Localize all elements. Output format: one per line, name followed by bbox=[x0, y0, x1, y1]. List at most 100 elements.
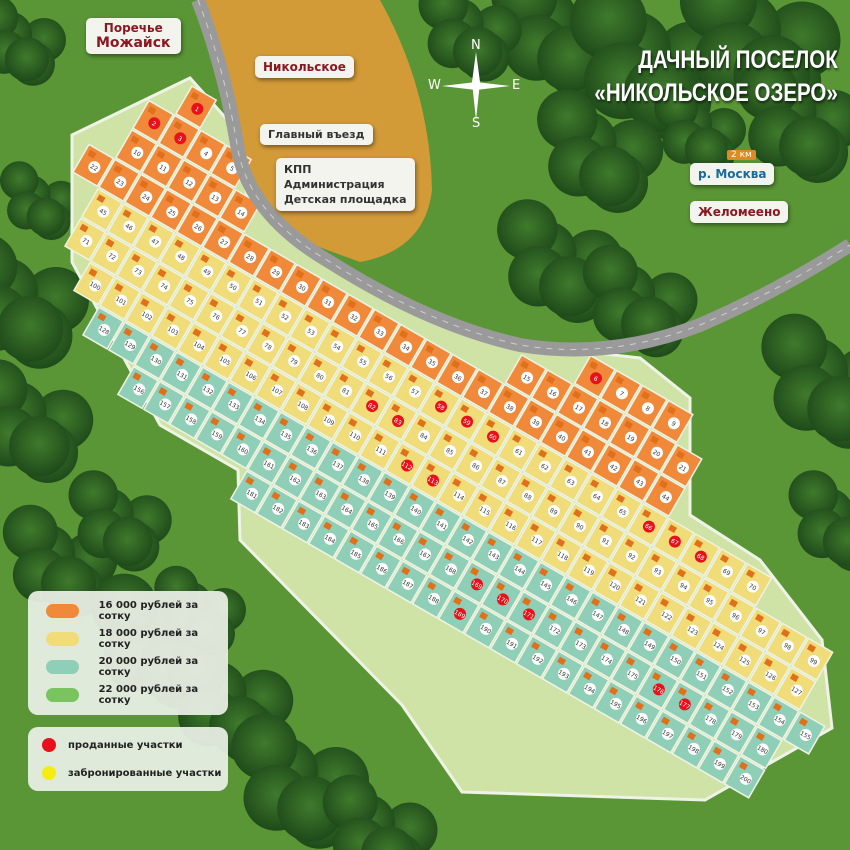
plot-7[interactable]: 7 bbox=[599, 369, 642, 414]
plot-57[interactable]: 57 bbox=[392, 367, 436, 412]
plot-68[interactable]: 68 bbox=[678, 532, 721, 577]
plot-50[interactable]: 50 bbox=[210, 262, 254, 307]
plot-44[interactable]: 44 bbox=[643, 473, 686, 518]
plot-172[interactable]: 172 bbox=[532, 605, 575, 650]
plot-60[interactable]: 60 bbox=[470, 412, 513, 457]
plot-37[interactable]: 37 bbox=[461, 368, 504, 413]
plot-96[interactable]: 96 bbox=[713, 592, 756, 637]
plot-133[interactable]: 133 bbox=[211, 381, 255, 425]
plot-43[interactable]: 43 bbox=[617, 458, 660, 503]
plot-11[interactable]: 11 bbox=[140, 143, 184, 188]
plot-66[interactable]: 66 bbox=[626, 502, 669, 547]
plot-123[interactable]: 123 bbox=[670, 606, 713, 651]
plot-169[interactable]: 169 bbox=[454, 560, 497, 605]
plot-46[interactable]: 46 bbox=[106, 202, 150, 247]
plot-38[interactable]: 38 bbox=[487, 383, 530, 428]
plot-35[interactable]: 35 bbox=[409, 338, 453, 383]
plot-98[interactable]: 98 bbox=[765, 622, 808, 667]
plot-119[interactable]: 119 bbox=[566, 546, 609, 591]
plot-182[interactable]: 182 bbox=[255, 485, 299, 529]
plot-104[interactable]: 104 bbox=[176, 321, 220, 366]
plot-108[interactable]: 108 bbox=[280, 381, 324, 426]
plot-70[interactable]: 70 bbox=[730, 562, 773, 607]
plot-163[interactable]: 163 bbox=[298, 470, 342, 515]
plot-194[interactable]: 194 bbox=[567, 665, 610, 709]
plot-145[interactable]: 145 bbox=[523, 561, 566, 605]
plot-184[interactable]: 184 bbox=[307, 515, 351, 559]
plot-200[interactable]: 200 bbox=[723, 755, 766, 799]
plot-78[interactable]: 78 bbox=[245, 322, 289, 367]
plot-115[interactable]: 115 bbox=[462, 486, 505, 531]
plot-58[interactable]: 58 bbox=[418, 382, 461, 427]
plot-181[interactable]: 181 bbox=[229, 470, 273, 514]
plot-90[interactable]: 90 bbox=[557, 502, 600, 547]
plot-3[interactable]: 3 bbox=[157, 114, 201, 159]
plot-198[interactable]: 198 bbox=[671, 725, 714, 769]
plot-80[interactable]: 80 bbox=[297, 352, 341, 397]
plot-175[interactable]: 175 bbox=[610, 650, 653, 695]
plot-118[interactable]: 118 bbox=[540, 531, 583, 576]
plot-165[interactable]: 165 bbox=[350, 500, 393, 545]
plot-171[interactable]: 171 bbox=[506, 590, 549, 635]
plot-113[interactable]: 113 bbox=[410, 456, 453, 501]
plot-33[interactable]: 33 bbox=[357, 308, 401, 353]
plot-53[interactable]: 53 bbox=[288, 307, 332, 352]
plot-195[interactable]: 195 bbox=[593, 680, 636, 724]
plot-13[interactable]: 13 bbox=[192, 173, 236, 218]
plot-122[interactable]: 122 bbox=[644, 591, 687, 636]
plot-79[interactable]: 79 bbox=[271, 337, 315, 382]
plot-131[interactable]: 131 bbox=[159, 351, 203, 395]
plot-177[interactable]: 177 bbox=[662, 680, 705, 725]
plot-67[interactable]: 67 bbox=[652, 517, 695, 562]
plot-61[interactable]: 61 bbox=[496, 427, 539, 472]
plot-99[interactable]: 99 bbox=[791, 637, 834, 682]
plot-6[interactable]: 6 bbox=[573, 354, 616, 399]
plot-114[interactable]: 114 bbox=[436, 471, 479, 516]
plot-84[interactable]: 84 bbox=[401, 412, 444, 457]
plot-167[interactable]: 167 bbox=[402, 530, 445, 575]
plot-85[interactable]: 85 bbox=[427, 427, 470, 472]
plot-105[interactable]: 105 bbox=[202, 336, 246, 381]
plot-190[interactable]: 190 bbox=[463, 605, 506, 649]
plot-127[interactable]: 127 bbox=[774, 666, 817, 711]
plot-136[interactable]: 136 bbox=[289, 426, 333, 470]
plot-130[interactable]: 130 bbox=[133, 336, 177, 380]
plot-41[interactable]: 41 bbox=[565, 428, 608, 473]
plot-150[interactable]: 150 bbox=[653, 636, 696, 680]
plot-75[interactable]: 75 bbox=[167, 277, 211, 322]
plot-189[interactable]: 189 bbox=[437, 590, 480, 634]
plot-188[interactable]: 188 bbox=[411, 575, 454, 619]
plot-193[interactable]: 193 bbox=[541, 650, 584, 694]
plot-135[interactable]: 135 bbox=[263, 411, 307, 455]
plot-12[interactable]: 12 bbox=[166, 158, 210, 203]
plot-106[interactable]: 106 bbox=[228, 351, 272, 396]
plot-47[interactable]: 47 bbox=[132, 217, 176, 262]
plot-179[interactable]: 179 bbox=[714, 710, 757, 755]
plot-128[interactable]: 128 bbox=[81, 306, 125, 350]
plot-10[interactable]: 10 bbox=[114, 128, 158, 173]
plot-129[interactable]: 129 bbox=[107, 321, 151, 365]
plot-97[interactable]: 97 bbox=[739, 607, 782, 652]
plot-196[interactable]: 196 bbox=[619, 695, 662, 739]
plot-166[interactable]: 166 bbox=[376, 515, 419, 560]
plot-29[interactable]: 29 bbox=[253, 248, 297, 293]
plot-71[interactable]: 71 bbox=[63, 217, 107, 262]
plot-36[interactable]: 36 bbox=[435, 353, 478, 398]
plot-21[interactable]: 21 bbox=[660, 443, 703, 488]
plot-65[interactable]: 65 bbox=[600, 487, 643, 532]
plot-69[interactable]: 69 bbox=[704, 547, 747, 592]
plot-42[interactable]: 42 bbox=[591, 443, 634, 488]
plot-197[interactable]: 197 bbox=[645, 710, 688, 754]
plot-117[interactable]: 117 bbox=[514, 516, 557, 561]
plot-17[interactable]: 17 bbox=[556, 383, 599, 428]
plot-23[interactable]: 23 bbox=[97, 158, 141, 203]
plot-159[interactable]: 159 bbox=[194, 410, 238, 455]
plot-14[interactable]: 14 bbox=[218, 188, 262, 233]
plot-170[interactable]: 170 bbox=[480, 575, 523, 620]
plot-49[interactable]: 49 bbox=[184, 247, 228, 292]
plot-16[interactable]: 16 bbox=[530, 368, 573, 413]
plot-19[interactable]: 19 bbox=[608, 413, 651, 458]
plot-162[interactable]: 162 bbox=[272, 455, 316, 500]
plot-134[interactable]: 134 bbox=[237, 396, 281, 440]
plot-132[interactable]: 132 bbox=[185, 366, 229, 410]
